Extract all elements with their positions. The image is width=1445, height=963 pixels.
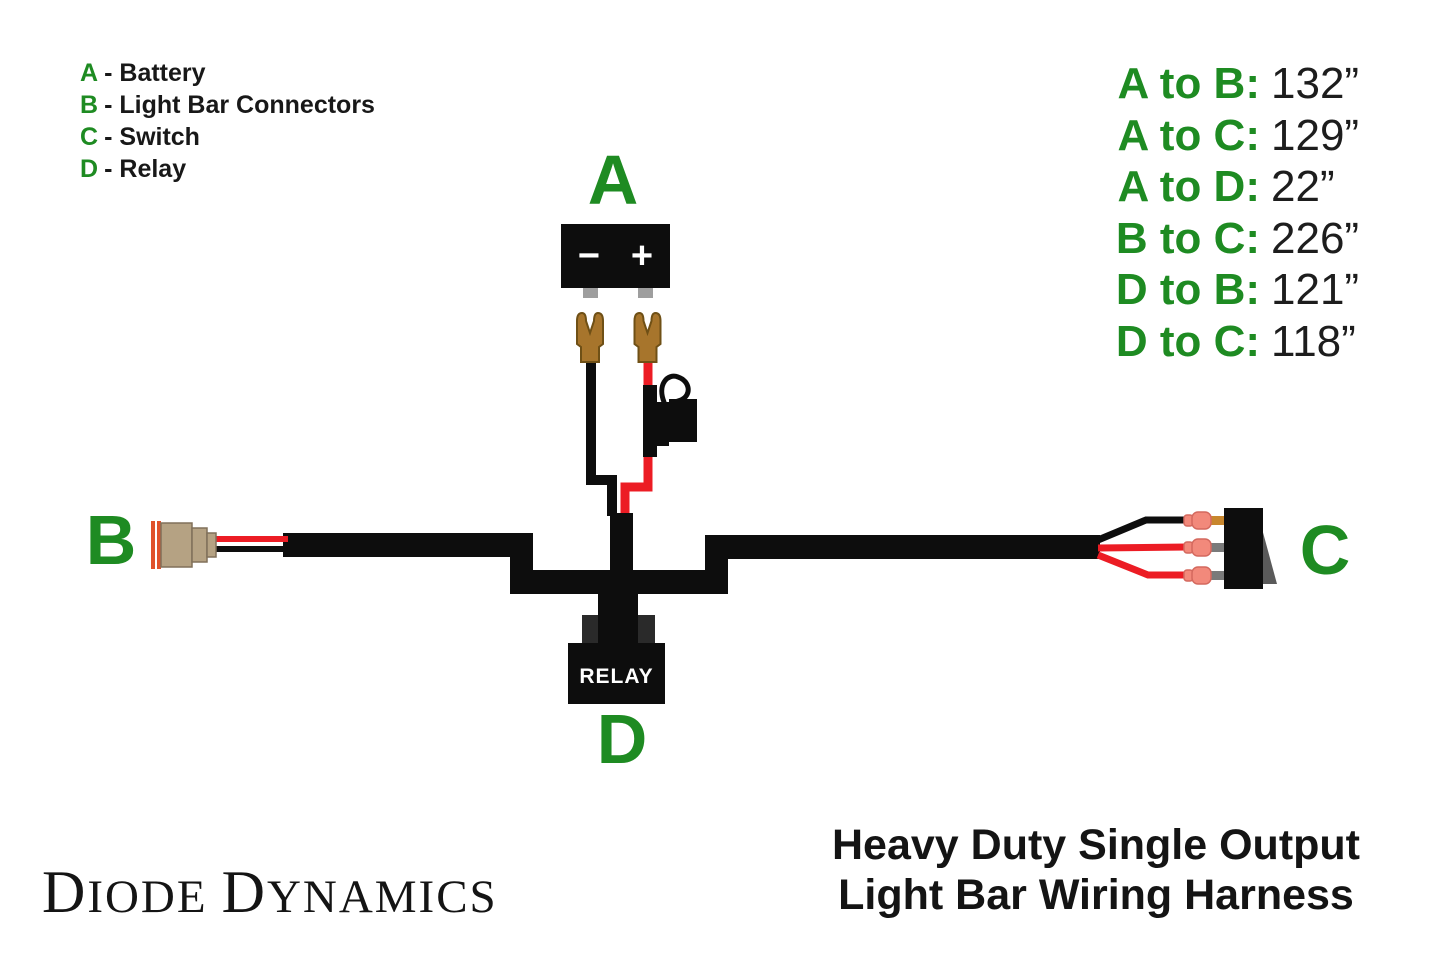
- label-switch: C: [1299, 511, 1351, 589]
- legend-separator: -: [104, 123, 113, 151]
- label-battery: A: [587, 141, 639, 219]
- legend-item-relay: D-Relay: [80, 153, 375, 185]
- spade-terminal-positive-icon: [633, 312, 662, 363]
- component-legend: A-Battery B-Light Bar Connectors C-Switc…: [80, 57, 375, 185]
- label-relay: D: [596, 700, 648, 778]
- label-lightbar-connectors: B: [85, 501, 137, 579]
- relay-box-text: RELAY: [579, 665, 654, 688]
- spade-terminal-negative-icon: [576, 312, 604, 363]
- measurement-value: 132”: [1271, 59, 1360, 108]
- switch-crimp-terminal-top: [1183, 511, 1212, 530]
- measurement-value: 129”: [1271, 110, 1360, 160]
- legend-label: Switch: [119, 123, 200, 151]
- fuse-holder-body: [643, 385, 657, 457]
- switch-terminal-tab-top: [1208, 516, 1224, 525]
- measurement-label: A to C:: [1117, 110, 1260, 160]
- legend-label: Relay: [119, 155, 187, 183]
- switch-red-wire-bottom: [1096, 551, 1187, 579]
- measurement-value: 121”: [1271, 265, 1360, 314]
- measurement-b-to-c: B to C: 226”: [1105, 213, 1359, 265]
- switch-crimp-terminal-bottom: [1183, 566, 1212, 585]
- switch-icon: [1183, 508, 1277, 589]
- fuse-holder-neck: [657, 402, 669, 446]
- measurement-label: D to B:: [1115, 265, 1260, 314]
- length-measurements: A to B: 132” A to C: 129” A to D: 22” B …: [1105, 58, 1359, 367]
- legend-separator: -: [104, 155, 113, 183]
- measurement-a-to-c: A to C: 129”: [1105, 110, 1359, 162]
- logo-initial: D: [221, 859, 267, 925]
- connector-seal-ring: [151, 521, 155, 569]
- legend-item-battery: A-Battery: [80, 57, 375, 89]
- logo-text: YNAMICS: [266, 871, 498, 923]
- lightbar-connector-icon: [151, 521, 217, 569]
- fuse-holder-icon: [643, 373, 697, 457]
- connector-seal-ring: [157, 521, 161, 569]
- switch-black-wire: [1096, 516, 1187, 544]
- logo-initial: D: [42, 859, 88, 925]
- switch-body: [1224, 508, 1263, 589]
- measurement-label: A to D:: [1117, 162, 1260, 211]
- measurement-a-to-d: A to D: 22”: [1105, 161, 1359, 213]
- battery-minus-symbol: −: [578, 235, 600, 277]
- measurement-label: D to C:: [1115, 316, 1260, 366]
- battery-plus-symbol: +: [631, 235, 653, 277]
- harness-left-bar: [283, 533, 533, 557]
- battery-icon: − +: [561, 224, 670, 298]
- switch-red-wire-middle: [1097, 543, 1188, 552]
- product-title-line1: Heavy Duty Single Output: [831, 821, 1360, 869]
- battery-tab-left: [583, 287, 598, 298]
- logo-text: IODE: [87, 871, 208, 923]
- legend-letter: A: [80, 59, 99, 87]
- measurement-label: A to B:: [1117, 59, 1260, 108]
- connector-step: [191, 527, 208, 563]
- relay-collar-center: [598, 615, 638, 644]
- measurement-value: 226”: [1271, 213, 1360, 263]
- measurement-d-to-b: D to B: 121”: [1105, 264, 1359, 316]
- legend-separator: -: [104, 91, 113, 119]
- battery-body: [561, 224, 670, 288]
- relay-icon: [568, 615, 665, 704]
- legend-item-switch: C-Switch: [80, 121, 375, 153]
- legend-separator: -: [104, 59, 113, 87]
- measurement-a-to-b: A to B: 132”: [1105, 58, 1359, 110]
- relay-box: [568, 643, 665, 704]
- harness-trunk: [283, 513, 1100, 618]
- battery-negative-wire: [586, 354, 617, 516]
- legend-letter: B: [80, 91, 99, 119]
- legend-label: Light Bar Connectors: [119, 91, 375, 119]
- fuse-holder-loop: [659, 373, 691, 405]
- harness-right-bar: [705, 535, 1100, 559]
- switch-terminal-tab-bottom: [1208, 571, 1224, 580]
- product-title: Heavy Duty Single Output Light Bar Wirin…: [790, 820, 1402, 920]
- switch-crimp-terminal-middle: [1183, 538, 1212, 557]
- battery-tab-right: [638, 287, 653, 298]
- measurement-d-to-c: D to C: 118”: [1105, 316, 1359, 368]
- measurement-label: B to C:: [1115, 213, 1260, 263]
- harness-relay-drop: [598, 592, 638, 618]
- fuse-holder-cap: [669, 399, 697, 442]
- switch-wires: [1096, 516, 1188, 579]
- lightbar-wires: [214, 536, 288, 552]
- legend-item-lightbar: B-Light Bar Connectors: [80, 89, 375, 121]
- product-title-line2: Light Bar Wiring Harness: [838, 871, 1354, 919]
- connector-body: [160, 522, 193, 568]
- measurement-value: 118”: [1271, 316, 1356, 366]
- legend-letter: C: [80, 123, 99, 151]
- switch-terminal-tab-middle: [1208, 543, 1224, 552]
- harness-center-column: [610, 513, 633, 594]
- measurement-value: 22”: [1271, 162, 1335, 211]
- legend-label: Battery: [119, 59, 206, 87]
- connector-tip: [206, 532, 217, 558]
- legend-letter: D: [80, 155, 99, 183]
